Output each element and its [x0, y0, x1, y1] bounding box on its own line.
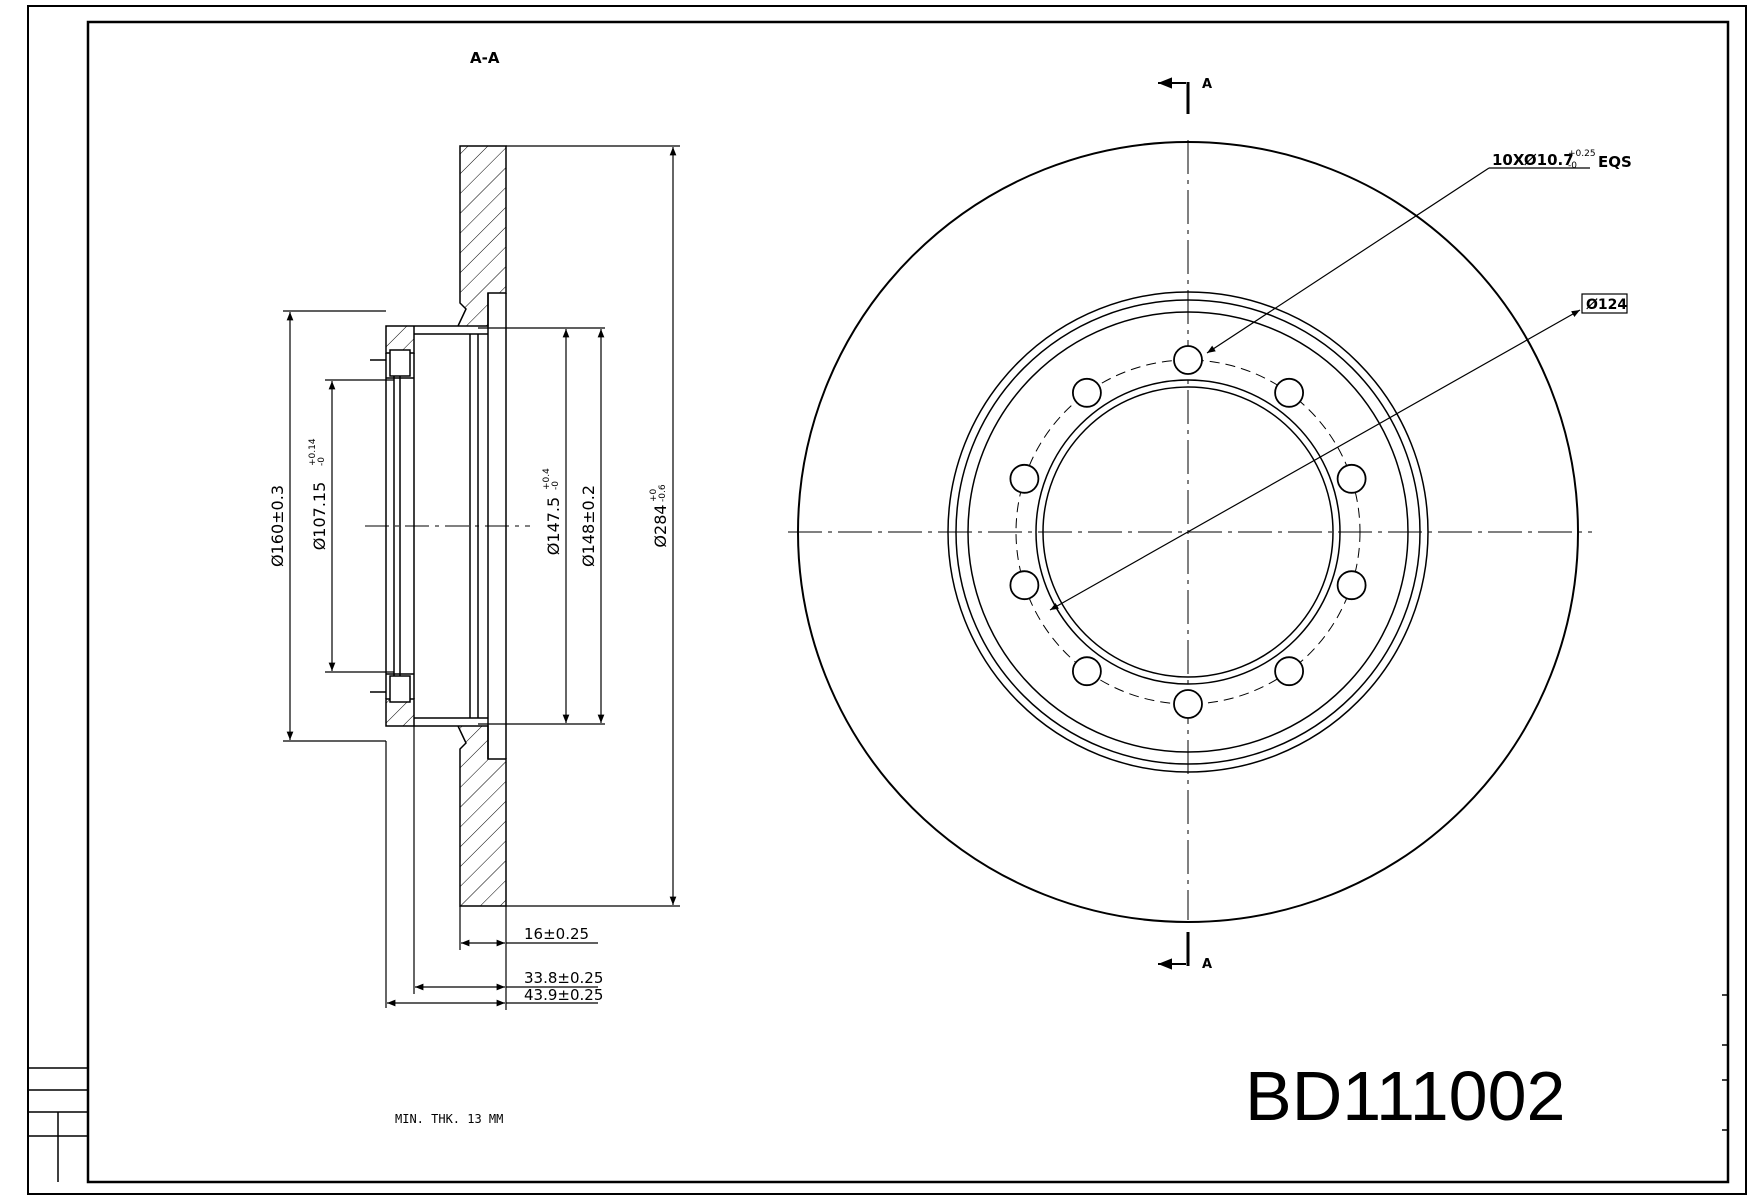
section-view: A-A [268, 49, 680, 1126]
bolt-hole [1173, 345, 1203, 375]
bolt-circle-callout: Ø124 [1049, 293, 1628, 611]
dim-d160: Ø160±0.3 [268, 485, 287, 567]
bolt-hole [1336, 463, 1367, 494]
section-label: A-A [470, 49, 500, 67]
svg-text:+0.4: +0.4 [542, 468, 552, 490]
dim-w338: 33.8±0.25 [524, 969, 603, 987]
drawing-frame [27, 5, 1747, 1195]
svg-text:+0.14: +0.14 [308, 438, 318, 466]
svg-text:Ø147.5: Ø147.5 [544, 497, 563, 555]
bolt-hole [1009, 463, 1040, 494]
svg-text:10XØ10.7: 10XØ10.7 [1492, 151, 1574, 169]
svg-text:-0: -0 [551, 481, 561, 490]
bolt-hole [1336, 570, 1367, 601]
bolt-hole [1274, 656, 1304, 687]
horizontal-dimensions [385, 726, 598, 1010]
dim-d284: Ø284 +0 -0.6 [649, 484, 670, 547]
vertical-dimensions [283, 145, 680, 907]
front-view: A A 10XØ10.7 +0.25 [788, 77, 1632, 1135]
bolt-hole [1009, 570, 1040, 601]
bolt-hole [1072, 656, 1102, 687]
svg-text:+0: +0 [649, 488, 659, 502]
svg-text:EQS: EQS [1598, 153, 1632, 171]
svg-text:-0.6: -0.6 [658, 484, 668, 502]
holes-callout: 10XØ10.7 +0.25 -0 EQS [1206, 149, 1632, 354]
bolt-hole [1173, 689, 1203, 719]
dim-d147: Ø147.5 +0.4 -0 [542, 468, 563, 555]
min-thickness-note: MIN. THK. 13 MM [395, 1112, 503, 1126]
dim-thk16: 16±0.25 [524, 925, 589, 943]
part-number: BD111002 [1245, 1057, 1565, 1135]
svg-text:+0.25: +0.25 [1568, 149, 1596, 159]
svg-text:Ø160±0.3: Ø160±0.3 [268, 485, 287, 567]
dim-w439: 43.9±0.25 [524, 986, 603, 1004]
cut-marker-bottom: A [1158, 932, 1212, 972]
svg-text:Ø124: Ø124 [1586, 297, 1627, 313]
svg-text:-0: -0 [1568, 161, 1577, 171]
dim-d148: Ø148±0.2 [579, 485, 598, 567]
bolt-hole [1072, 377, 1102, 408]
svg-text:A: A [1202, 77, 1212, 92]
bolt-hole [1274, 377, 1304, 408]
svg-text:Ø148±0.2: Ø148±0.2 [579, 485, 598, 567]
svg-text:-0: -0 [317, 457, 327, 466]
dim-d107: Ø107.15 +0.14 -0 [308, 438, 329, 550]
cut-marker-top: A [1158, 77, 1212, 114]
svg-text:Ø284: Ø284 [651, 504, 670, 547]
svg-text:A: A [1202, 957, 1212, 972]
svg-text:Ø107.15: Ø107.15 [310, 482, 329, 551]
